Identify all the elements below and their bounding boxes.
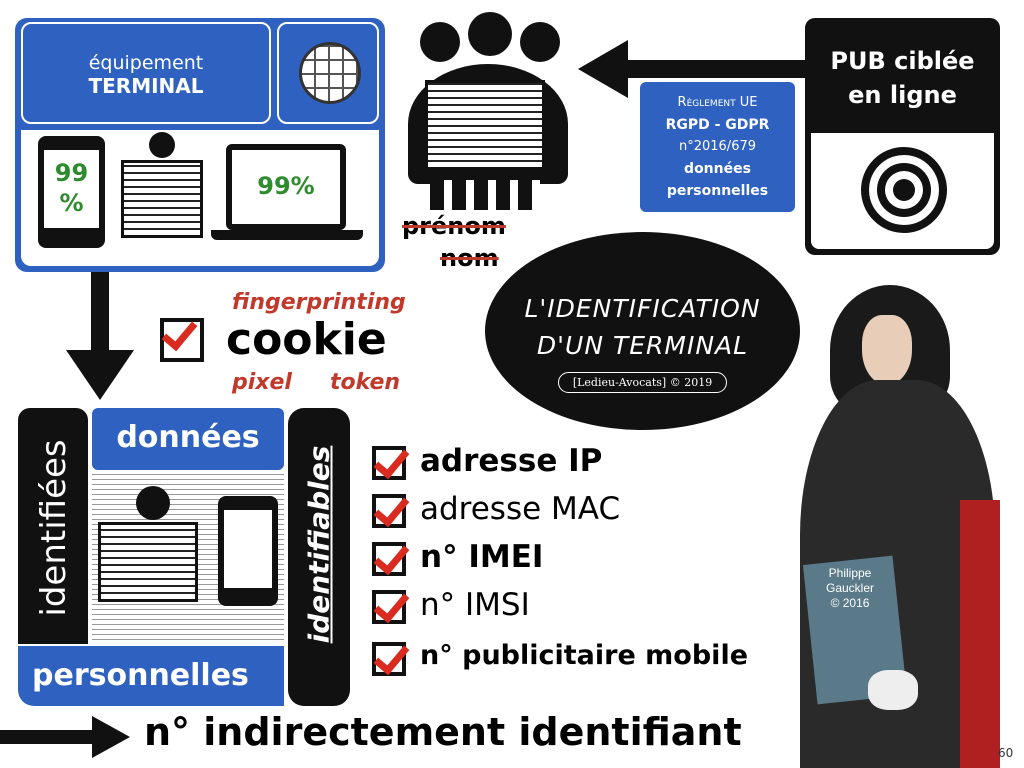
terminal-label-box: équipement TERMINAL: [21, 22, 271, 124]
left-arrow: [625, 60, 810, 78]
check-icon: [372, 494, 406, 528]
terminal-line1: équipement: [88, 52, 204, 74]
target-icon: [861, 147, 947, 233]
identifiables-label: identifiables: [302, 445, 336, 644]
check-icon: [372, 590, 406, 624]
person-icon: [149, 132, 175, 158]
globe-network-icon: [277, 22, 379, 124]
laptop-base: [211, 230, 363, 240]
fingerprinting-label: fingerprinting: [232, 290, 406, 315]
left-arrow-head: [578, 40, 628, 98]
speech-bubble: L'IDENTIFICATION D'UN TERMINAL [Ledieu-A…: [485, 232, 800, 430]
credit-line3: © 2016: [830, 596, 870, 610]
pub-box: PUB ciblée en ligne: [805, 18, 1000, 255]
smartphone-icon: [218, 496, 278, 606]
rgpd-line5: personnelles: [666, 183, 769, 199]
data-block: identifiées données identifiables person…: [18, 408, 350, 706]
newspaper-icon: [121, 160, 203, 238]
right-arrow-head: [92, 716, 130, 758]
checklist-item: n° IMEI: [420, 539, 544, 575]
identifiees-label: identifiées: [34, 439, 74, 617]
first-name-struck: prénom: [402, 212, 506, 240]
check-icon: [372, 446, 406, 480]
cookie-checkbox: [160, 318, 204, 362]
cookie-label: cookie: [226, 314, 387, 365]
personnelles-label: personnelles: [18, 646, 284, 706]
bubble-line1: L'IDENTIFICATION: [524, 294, 761, 323]
checklist-item: n° publicitaire mobile: [420, 640, 749, 671]
token-label: token: [330, 370, 401, 395]
pixel-label: pixel: [232, 370, 292, 395]
laptop-icon: 99%: [226, 144, 346, 230]
footer-statement: n° indirectement identifiant: [144, 710, 742, 754]
last-name-struck: nom: [440, 244, 499, 272]
rgpd-line2: RGPD - GDPR: [665, 117, 770, 133]
terminal-line2: TERMINAL: [88, 74, 204, 98]
phone-value: 99 %: [44, 150, 99, 228]
rgpd-line3: n°2016/679: [678, 139, 757, 154]
check-icon: [372, 542, 406, 576]
checklist-item: adresse IP: [420, 443, 603, 479]
pub-title-line2: en ligne: [848, 81, 957, 109]
bubble-credit: [Ledieu-Avocats] © 2019: [557, 372, 728, 393]
credit-line1: Philippe: [828, 566, 872, 580]
newspaper-icon: [98, 522, 198, 602]
person-icon: [136, 486, 170, 520]
down-arrow-head: [66, 350, 134, 400]
check-icon: [372, 642, 406, 676]
right-arrow: [0, 730, 95, 744]
smartphone-icon: 99 %: [38, 136, 105, 248]
rgpd-line1: Règlement UE: [677, 95, 758, 110]
page-number: 60: [998, 746, 1014, 760]
rgpd-line4: données: [684, 161, 751, 177]
credit-line2: Gauckler: [825, 581, 875, 595]
down-arrow: [91, 272, 109, 352]
terminal-panel: équipement TERMINAL 99 % 99%: [15, 18, 385, 272]
checklist-item: n° IMSI: [420, 587, 530, 623]
rgpd-box: Règlement UE RGPD - GDPR n°2016/679 donn…: [640, 82, 795, 212]
donnees-label: données: [92, 408, 284, 470]
pub-title-line1: PUB ciblée: [830, 47, 975, 75]
bubble-line2: D'UN TERMINAL: [536, 331, 749, 360]
checklist-item: adresse MAC: [420, 491, 621, 527]
devices-area: 99 % 99%: [21, 130, 379, 266]
